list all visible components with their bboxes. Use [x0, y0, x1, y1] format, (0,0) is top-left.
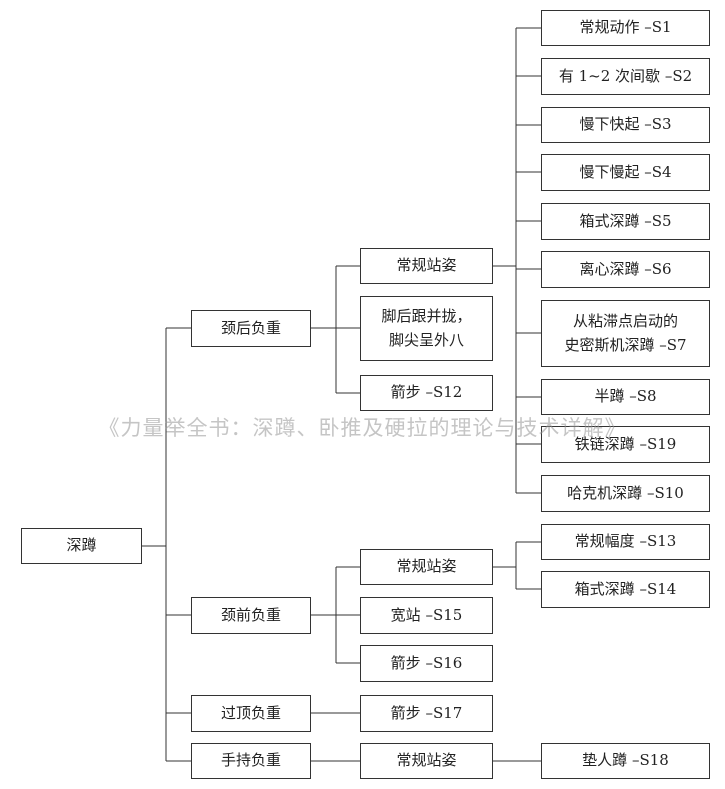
stance-hand-regular: 常规站姿	[360, 743, 493, 779]
variant-s7: 从粘滞点启动的 史密斯机深蹲 –S7	[541, 300, 710, 367]
variant-s1: 常规动作 –S1	[541, 10, 710, 46]
stance-neck-back-regular: 常规站姿	[360, 248, 493, 284]
variant-s14: 箱式深蹲 –S14	[541, 571, 710, 608]
variant-s4: 慢下慢起 –S4	[541, 154, 710, 191]
root-node: 深蹲	[21, 528, 142, 564]
stance-overhead-split: 箭步 –S17	[360, 695, 493, 732]
variant-s13: 常规幅度 –S13	[541, 524, 710, 560]
variant-s10: 哈克机深蹲 –S10	[541, 475, 710, 512]
variant-s8: 半蹲 –S8	[541, 379, 710, 415]
stance-front-regular: 常规站姿	[360, 549, 493, 585]
stance-front-wide: 宽站 –S15	[360, 597, 493, 634]
variant-s18: 垫人蹲 –S18	[541, 743, 710, 779]
stance-neck-back-split: 箭步 –S12	[360, 375, 493, 411]
group-neck-front: 颈前负重	[191, 597, 311, 634]
watermark-text: 《力量举全书：深蹲、卧推及硬拉的理论与技术详解》	[98, 416, 627, 440]
variant-s2: 有 1~2 次间歇 –S2	[541, 58, 710, 95]
group-overhead: 过顶负重	[191, 695, 311, 732]
group-neck-back: 颈后负重	[191, 310, 311, 347]
variant-s6: 离心深蹲 –S6	[541, 251, 710, 288]
group-hand-held: 手持负重	[191, 743, 311, 779]
variant-s19: 铁链深蹲 –S19	[541, 426, 710, 463]
variant-s3: 慢下快起 –S3	[541, 107, 710, 143]
stance-front-split: 箭步 –S16	[360, 645, 493, 682]
stance-neck-back-heels-together: 脚后跟并拢， 脚尖呈外八	[360, 296, 493, 361]
variant-s5: 箱式深蹲 –S5	[541, 203, 710, 240]
